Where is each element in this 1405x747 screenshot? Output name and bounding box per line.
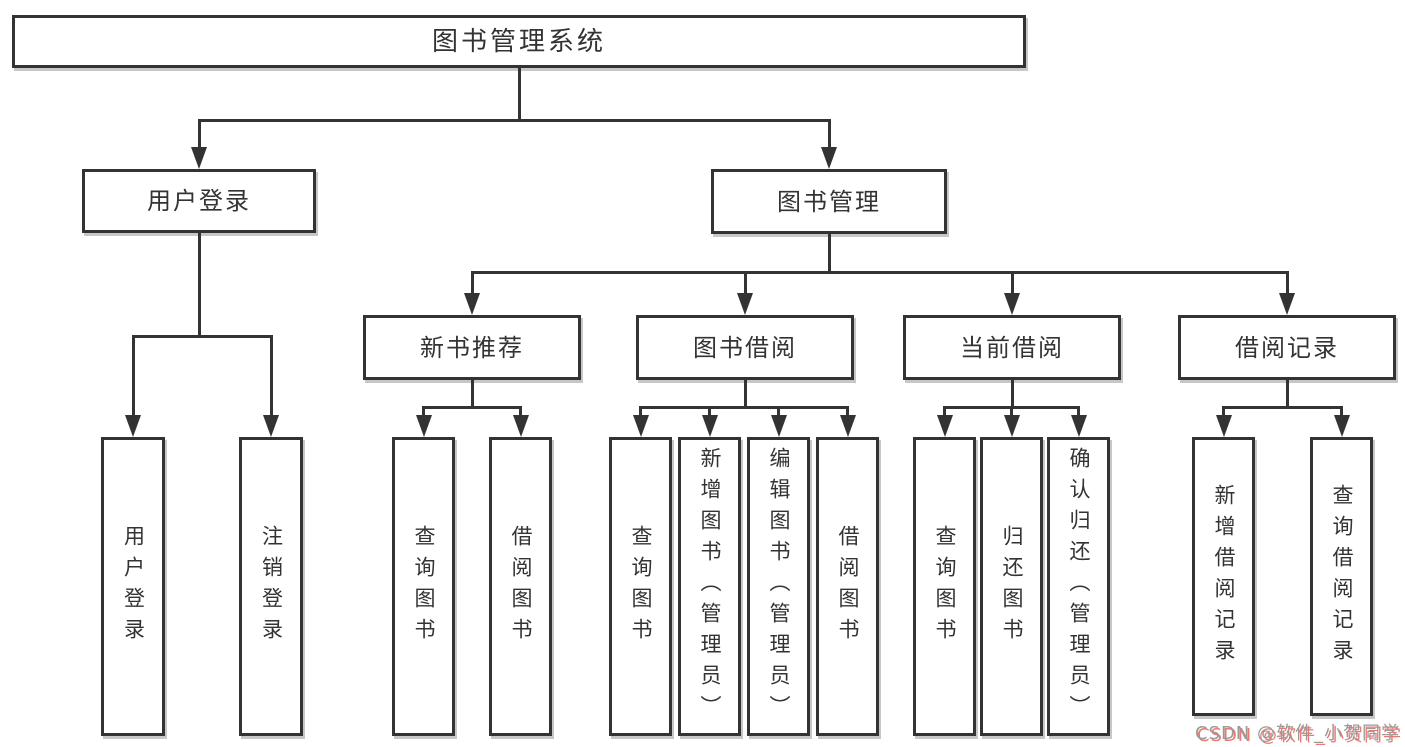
arrow-down-icon bbox=[415, 415, 432, 437]
leaf-borrow-borrow-books: 借阅图书 bbox=[816, 437, 879, 736]
connector-to-user-login bbox=[197, 119, 201, 149]
connector-user-login-stem bbox=[197, 233, 201, 337]
connector-to-borrow-edit bbox=[777, 406, 780, 417]
node-user-login-label: 用户登录 bbox=[147, 187, 251, 215]
connector-to-borrow-add bbox=[708, 406, 711, 417]
arrow-down-icon bbox=[1279, 293, 1295, 315]
leaf-add-borrow-record: 新增借阅记录 bbox=[1192, 437, 1255, 716]
arrow-down-icon bbox=[512, 415, 529, 437]
arrow-down-icon bbox=[737, 293, 753, 315]
connector-to-rec-borrow bbox=[519, 406, 522, 417]
leaf-query-borrow-record: 查询借阅记录 bbox=[1310, 437, 1373, 716]
arrow-down-icon bbox=[1215, 415, 1232, 437]
leaf-borrow-query-books-label: 查询图书 bbox=[629, 524, 653, 649]
connector-to-cur-query bbox=[943, 406, 946, 417]
node-user-login: 用户登录 bbox=[82, 169, 316, 233]
arrow-down-icon bbox=[125, 415, 141, 437]
arrow-down-icon bbox=[839, 415, 856, 437]
connector-to-query-record bbox=[1340, 406, 1343, 417]
connector-to-book-borrow bbox=[743, 271, 747, 295]
connector-book-mgmt-branch bbox=[470, 271, 1289, 274]
leaf-logout-label: 注销登录 bbox=[259, 524, 284, 649]
leaf-rec-borrow-books: 借阅图书 bbox=[489, 437, 552, 736]
connector-root-stem bbox=[517, 68, 521, 120]
watermark: CSDN @软件_小贺同学 bbox=[1194, 723, 1400, 744]
leaf-user-login-label: 用户登录 bbox=[121, 524, 146, 649]
leaf-borrow-add-books-label: 新增图书（管理员） bbox=[698, 447, 722, 726]
arrow-down-icon bbox=[191, 147, 207, 169]
arrow-down-icon bbox=[464, 293, 480, 315]
connector-to-cur-confirm bbox=[1077, 406, 1080, 417]
node-new-book-rec: 新书推荐 bbox=[363, 315, 581, 380]
node-current-borrow-label: 当前借阅 bbox=[960, 333, 1064, 362]
connector-to-leaf-user-login bbox=[131, 335, 135, 417]
arrow-down-icon bbox=[1070, 415, 1087, 437]
leaf-cur-query-books: 查询图书 bbox=[913, 437, 976, 736]
arrow-down-icon bbox=[770, 415, 787, 437]
leaf-add-borrow-record-label: 新增借阅记录 bbox=[1212, 483, 1236, 670]
connector-user-login-branch bbox=[131, 335, 273, 338]
connector-to-borrow-query bbox=[639, 406, 642, 417]
connector-new-book-rec-stem bbox=[470, 380, 474, 409]
arrow-down-icon bbox=[263, 415, 279, 437]
leaf-borrow-edit-books-label: 编辑图书（管理员） bbox=[767, 447, 791, 726]
connector-root-branch bbox=[197, 119, 831, 122]
connector-to-cur-return bbox=[1010, 406, 1013, 417]
leaf-borrow-add-books: 新增图书（管理员） bbox=[678, 437, 741, 736]
leaf-cur-confirm-return: 确认归还（管理员） bbox=[1047, 437, 1110, 736]
connector-borrow-records-branch bbox=[1222, 406, 1343, 409]
leaf-borrow-edit-books: 编辑图书（管理员） bbox=[747, 437, 810, 736]
leaf-user-login: 用户登录 bbox=[101, 437, 165, 736]
connector-to-book-mgmt bbox=[827, 119, 831, 149]
leaf-cur-confirm-return-label: 确认归还（管理员） bbox=[1067, 447, 1091, 726]
node-root: 图书管理系统 bbox=[12, 15, 1026, 68]
leaf-borrow-query-books: 查询图书 bbox=[609, 437, 672, 736]
node-new-book-rec-label: 新书推荐 bbox=[420, 333, 524, 362]
connector-to-current-borrow bbox=[1010, 271, 1014, 295]
arrow-down-icon bbox=[1003, 415, 1020, 437]
node-book-mgmt-label: 图书管理 bbox=[777, 187, 881, 216]
node-borrow-records: 借阅记录 bbox=[1178, 315, 1396, 380]
arrow-down-icon bbox=[936, 415, 953, 437]
node-book-borrow: 图书借阅 bbox=[636, 315, 854, 380]
arrow-down-icon bbox=[1004, 293, 1020, 315]
connector-to-add-record bbox=[1222, 406, 1225, 417]
leaf-logout: 注销登录 bbox=[239, 437, 303, 736]
arrow-down-icon bbox=[701, 415, 718, 437]
connector-book-borrow-stem bbox=[743, 380, 747, 408]
node-root-label: 图书管理系统 bbox=[431, 26, 606, 57]
arrow-down-icon bbox=[821, 147, 837, 169]
arrow-down-icon bbox=[632, 415, 649, 437]
connector-to-borrow-records bbox=[1285, 271, 1289, 295]
node-book-mgmt: 图书管理 bbox=[711, 169, 947, 234]
leaf-query-borrow-record-label: 查询借阅记录 bbox=[1330, 483, 1354, 670]
node-current-borrow: 当前借阅 bbox=[903, 315, 1121, 380]
connector-to-leaf-logout bbox=[269, 335, 273, 417]
leaf-rec-query-books: 查询图书 bbox=[392, 437, 455, 736]
arrow-down-icon bbox=[1333, 415, 1350, 437]
connector-borrow-records-stem bbox=[1285, 380, 1289, 408]
leaf-cur-return-books-label: 归还图书 bbox=[1000, 524, 1024, 649]
connector-current-borrow-stem bbox=[1010, 380, 1014, 408]
connector-book-mgmt-stem bbox=[827, 234, 831, 273]
leaf-rec-borrow-books-label: 借阅图书 bbox=[509, 524, 533, 649]
connector-to-new-book-rec bbox=[470, 271, 474, 295]
leaf-cur-return-books: 归还图书 bbox=[980, 437, 1043, 736]
leaf-rec-query-books-label: 查询图书 bbox=[412, 524, 436, 649]
connector-book-borrow-branch bbox=[639, 406, 849, 409]
leaf-borrow-borrow-books-label: 借阅图书 bbox=[836, 524, 860, 649]
connector-to-borrow-borrow bbox=[846, 406, 849, 417]
leaf-cur-query-books-label: 查询图书 bbox=[933, 524, 957, 649]
connector-new-book-rec-branch bbox=[422, 406, 522, 409]
connector-to-rec-query bbox=[422, 406, 425, 417]
node-book-borrow-label: 图书借阅 bbox=[693, 333, 797, 362]
node-borrow-records-label: 借阅记录 bbox=[1235, 333, 1339, 362]
